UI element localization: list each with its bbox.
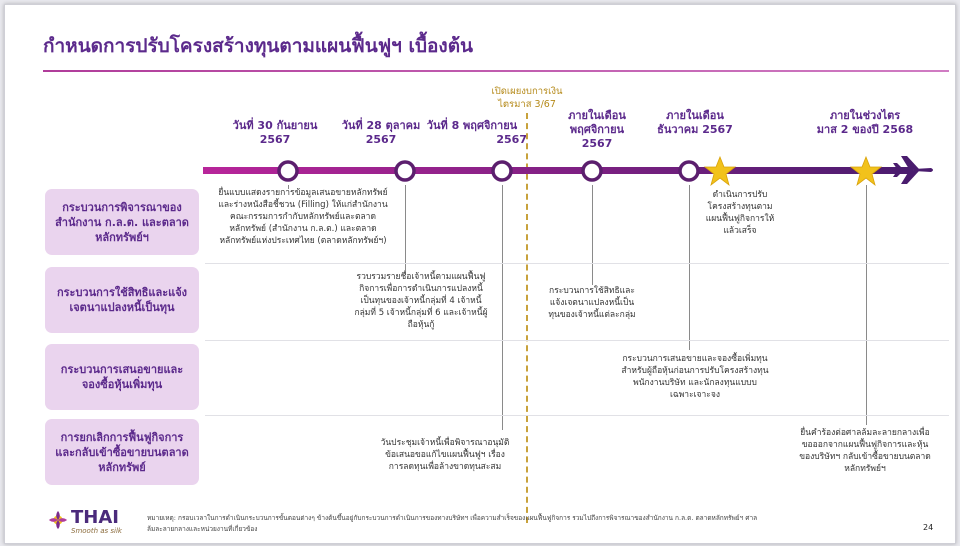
star-icon (703, 155, 737, 187)
milestone-label-1: วันที่ 30 กันยายน 2567 (232, 119, 318, 146)
connector-6 (866, 185, 867, 425)
row-label-sec-review: กระบวนการพิจารณาของ สำนักงาน ก.ล.ต. และต… (45, 189, 199, 255)
thai-logo-icon (48, 510, 68, 530)
row-separator (205, 263, 949, 264)
milestone-label-3: วันที่ 8 พฤศจิกายน 2567 (426, 119, 527, 146)
connector-4 (592, 185, 593, 285)
milestone-marker-3 (491, 160, 513, 182)
page-number: 24 (923, 523, 934, 532)
milestone-marker-2 (394, 160, 416, 182)
page-title: กำหนดการปรับโครงสร้างทุนตามแผนฟื้นฟูฯ เบ… (43, 35, 474, 57)
star-icon (849, 155, 883, 187)
thai-logo-text: THAI (71, 507, 119, 528)
milestone-label-6: ภายในช่วงไตร มาส 2 ของปี 2568 (816, 109, 914, 136)
description-creditor-list: รวบรวมรายชื่อเจ้าหนี้ตามแผนฟื้นฟู กิจการ… (354, 272, 488, 330)
row-label-debt-conversion: กระบวนการใช้สิทธิและแจ้ง เจตนาแปลงหนี้เป… (45, 267, 199, 333)
milestone-label-2: วันที่ 28 ตุลาคม 2567 (341, 119, 421, 146)
connector-5 (689, 185, 690, 350)
timeline-bar (203, 167, 913, 174)
milestone-marker-4 (581, 160, 603, 182)
milestone-label-4: ภายในเดือน พฤศจิกายน 2567 (568, 109, 626, 150)
financial-disclosure-divider (526, 113, 528, 523)
row-label-exit-rehabilitation: การยกเลิกการฟื้นฟูกิจการ และกลับเข้าซื้อ… (45, 419, 199, 485)
connector-3 (502, 185, 503, 430)
timeline (203, 155, 933, 187)
title-underline (43, 70, 949, 72)
row-label-share-offering: กระบวนการเสนอขายและ จองซื้อหุ้นเพิ่มทุน (45, 344, 199, 410)
slide: กำหนดการปรับโครงสร้างทุนตามแผนฟื้นฟูฯ เบ… (4, 4, 956, 544)
milestone-marker-5 (678, 160, 700, 182)
connector-2 (405, 185, 406, 275)
description-restructure-complete: ดำเนินการปรับ โครงสร้างทุนตาม แผนฟื้นฟูก… (705, 190, 775, 236)
connector-1 (288, 185, 289, 189)
thai-logo-tagline: Smooth as silk (71, 527, 122, 535)
description-share-offering: กระบวนการเสนอขายและจองซื้อเพิ่มทุน สำหรั… (621, 354, 769, 400)
description-filing: ยื่นแบบแสดงรายการข้อมูลเสนอขายหลักทรัพย์… (218, 188, 388, 246)
description-exercise-rights: กระบวนการใช้สิทธิและ แจ้งเจตนาแปลงหนี้เป… (548, 286, 636, 320)
milestone-marker-1 (277, 160, 299, 182)
row-separator (205, 415, 949, 416)
description-creditor-meeting: วันประชุมเจ้าหนี้เพื่อพิจารณาอนุมัติ ข้อ… (380, 438, 510, 472)
description-court-petition: ยื่นคำร้องต่อศาลล้มละลายกลางเพื่อ ขอออกจ… (799, 428, 931, 474)
milestone-label-5: ภายในเดือน ธันวาคม 2567 (657, 109, 733, 136)
financial-disclosure-label: เปิดเผยงบการเงิน ไตรมาส 3/67 (491, 86, 563, 110)
footnote: หมายเหตุ: กรอบเวลาในการดำเนินกระบวนการขั… (147, 514, 758, 533)
row-separator (205, 340, 949, 341)
airplane-icon (893, 156, 933, 184)
